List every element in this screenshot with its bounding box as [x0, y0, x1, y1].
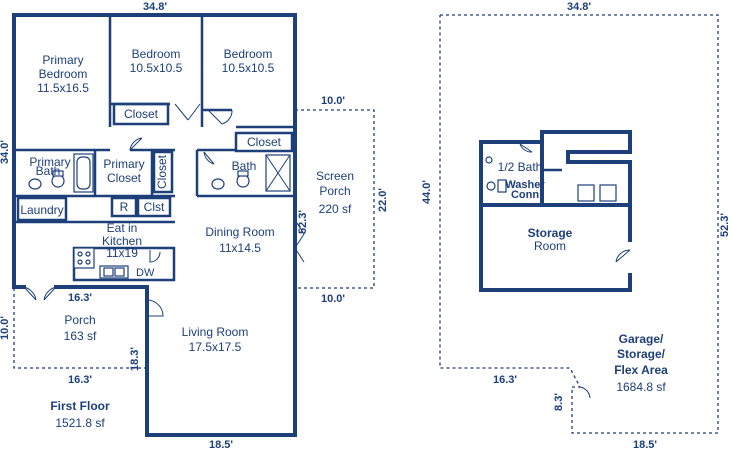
- dim-living-left: 18.3': [129, 347, 141, 371]
- bedroom-1-label: Bedroom: [132, 47, 181, 61]
- kitchen-label-1: Eat in: [107, 221, 138, 235]
- dishwasher-label: DW: [136, 267, 155, 279]
- porch-label: Porch: [64, 313, 95, 327]
- dim-dining-door: 52.3': [297, 210, 309, 234]
- closet-2-label: Closet: [247, 135, 282, 149]
- garage-dim-top: 34.8': [567, 1, 591, 13]
- bath-label: Bath: [232, 159, 257, 173]
- kitchen-size: 11x19: [106, 246, 138, 260]
- fridge-label: R: [120, 200, 129, 214]
- garage-dim-bottom-right: 18.5': [633, 439, 657, 451]
- washer-label-1: Washer: [505, 179, 545, 191]
- storage-label-2: Room: [534, 239, 566, 253]
- first-floor-area: 1521.8 sf: [55, 416, 105, 430]
- primary-bath-label-1: Primary: [29, 155, 70, 169]
- primary-bedroom-label-2: Bedroom: [39, 67, 88, 81]
- dim-bottom: 18.5': [209, 439, 233, 451]
- primary-bedroom-label-1: Primary: [42, 53, 83, 67]
- clst-label: Clst: [144, 200, 165, 214]
- closet-vertical-label: Closet: [155, 154, 169, 189]
- dining-label: Dining Room: [205, 225, 274, 239]
- flex-label-2: Storage/: [617, 347, 666, 361]
- laundry-label: Laundry: [20, 203, 63, 217]
- first-floor-title: First Floor: [50, 399, 110, 413]
- flex-label-3: Flex Area: [614, 363, 668, 377]
- washer-label-2: Conn: [511, 189, 539, 201]
- dining-size: 11x14.5: [219, 241, 261, 255]
- bedroom-2-size: 10.5x10.5: [222, 61, 275, 75]
- bedroom-2-label: Bedroom: [224, 47, 273, 61]
- flex-area: 1684.8 sf: [616, 380, 666, 394]
- dim-top: 34.8': [143, 1, 167, 13]
- primary-bedroom-size: 11.5x16.5: [37, 81, 89, 95]
- door-swings: [23, 103, 305, 317]
- garage-walls: [439, 14, 719, 434]
- dim-left: 34.0': [0, 140, 11, 164]
- garage-dim-bottom-left: 16.3': [493, 374, 517, 386]
- dim-screen-bottom: 10.0': [321, 293, 345, 305]
- bedroom-1-size: 10.5x10.5: [130, 61, 183, 75]
- dim-porch-bottom: 16.3': [68, 374, 92, 386]
- half-bath-label: 1/2 Bath: [498, 160, 543, 174]
- screen-porch-area: 220 sf: [319, 202, 352, 216]
- garage-dim-left: 44.0': [421, 180, 433, 204]
- storage-label-1: Storage: [528, 226, 573, 240]
- living-label: Living Room: [182, 325, 249, 339]
- garage-dim-right: 52.3': [719, 213, 731, 237]
- screen-porch-label-2: Porch: [319, 184, 350, 198]
- kitchen-label-2: Kitchen: [102, 234, 142, 248]
- garage-dim-step: 8.3': [553, 393, 565, 411]
- porch-area: 163 sf: [64, 329, 97, 343]
- dashed-areas: [13, 109, 375, 369]
- dim-screen-right: 22.0': [377, 188, 389, 212]
- primary-closet-label-2: Closet: [107, 171, 142, 185]
- closet-1-label: Closet: [124, 107, 159, 121]
- dim-screen-top: 10.0': [321, 95, 345, 107]
- primary-bath-label-2: Bath: [36, 164, 61, 178]
- dim-porch-top: 16.3': [68, 292, 92, 304]
- first-floor-walls: [12, 13, 297, 437]
- dim-porch-left: 10.0': [0, 316, 11, 340]
- living-size: 17.5x17.5: [189, 340, 242, 354]
- primary-closet-label-1: Primary: [103, 157, 144, 171]
- screen-porch-label-1: Screen: [316, 169, 354, 183]
- flex-label-1: Garage/: [619, 332, 664, 346]
